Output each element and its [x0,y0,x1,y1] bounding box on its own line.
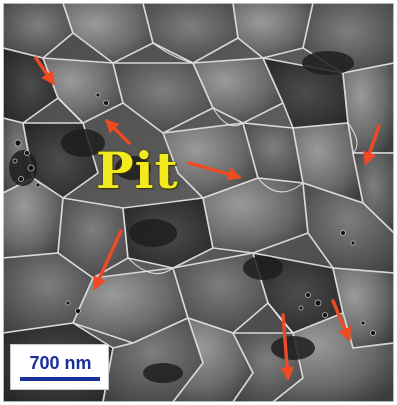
scale-bar: 700 nm [10,344,109,390]
pit-label: Pit [96,141,179,200]
scale-bar-line [20,377,100,381]
arrow-6 [280,313,294,381]
arrow-3 [187,161,242,181]
arrow-2 [105,119,131,145]
arrow-5 [93,229,123,291]
arrow-7 [331,299,352,342]
arrow-1 [34,56,55,86]
arrow-4 [363,124,381,166]
scale-bar-label: 700 nm [29,353,92,373]
sem-micrograph [3,3,394,402]
